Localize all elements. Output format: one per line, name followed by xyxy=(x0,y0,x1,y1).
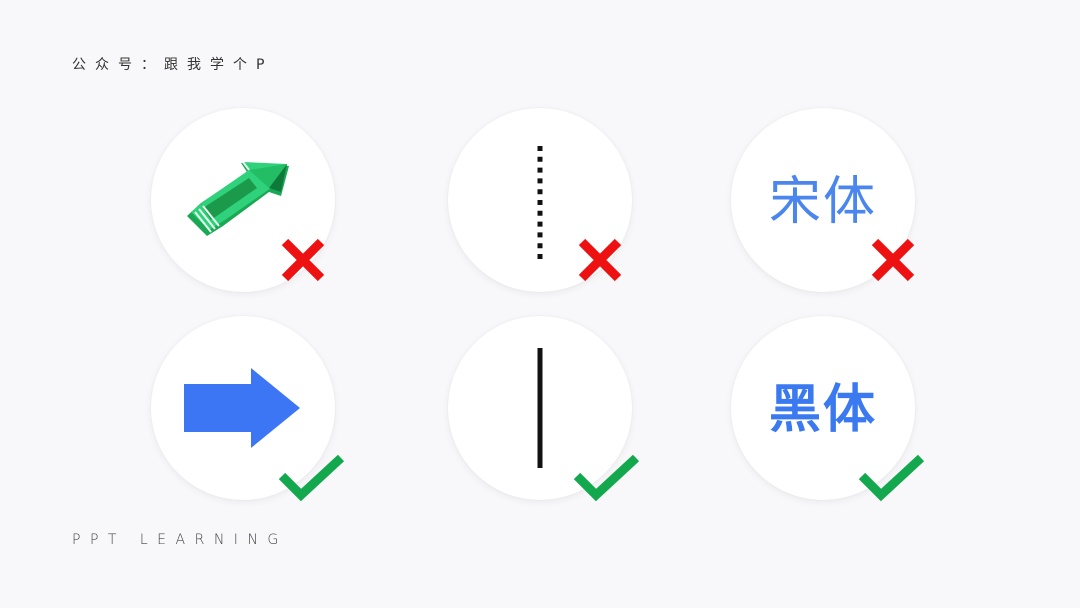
songti-text: 宋体 xyxy=(768,171,877,232)
cross-icon xyxy=(871,238,915,282)
footer-brand-label: PPT LEARNING xyxy=(72,532,288,548)
heiti-text: 黑体 xyxy=(768,379,877,440)
cross-icon xyxy=(281,238,325,282)
blue-flat-arrow-icon xyxy=(184,368,300,448)
header-account-label: 公众号：跟我学个P xyxy=(72,57,274,73)
green-3d-arrow-icon xyxy=(187,161,289,236)
example-dotted-line-wrong xyxy=(448,108,632,292)
dotted-line-icon xyxy=(537,146,543,260)
cross-icon xyxy=(578,238,622,282)
example-heiti-right: 黑体 xyxy=(731,316,925,502)
example-songti-wrong: 宋体 xyxy=(731,108,915,292)
check-icon xyxy=(278,454,345,502)
check-icon xyxy=(858,454,925,502)
check-icon xyxy=(573,454,640,502)
example-solid-line-right xyxy=(448,316,640,502)
example-3d-arrow-wrong xyxy=(151,108,335,292)
example-flat-arrow-right xyxy=(151,316,345,502)
solid-line-icon xyxy=(537,348,543,468)
